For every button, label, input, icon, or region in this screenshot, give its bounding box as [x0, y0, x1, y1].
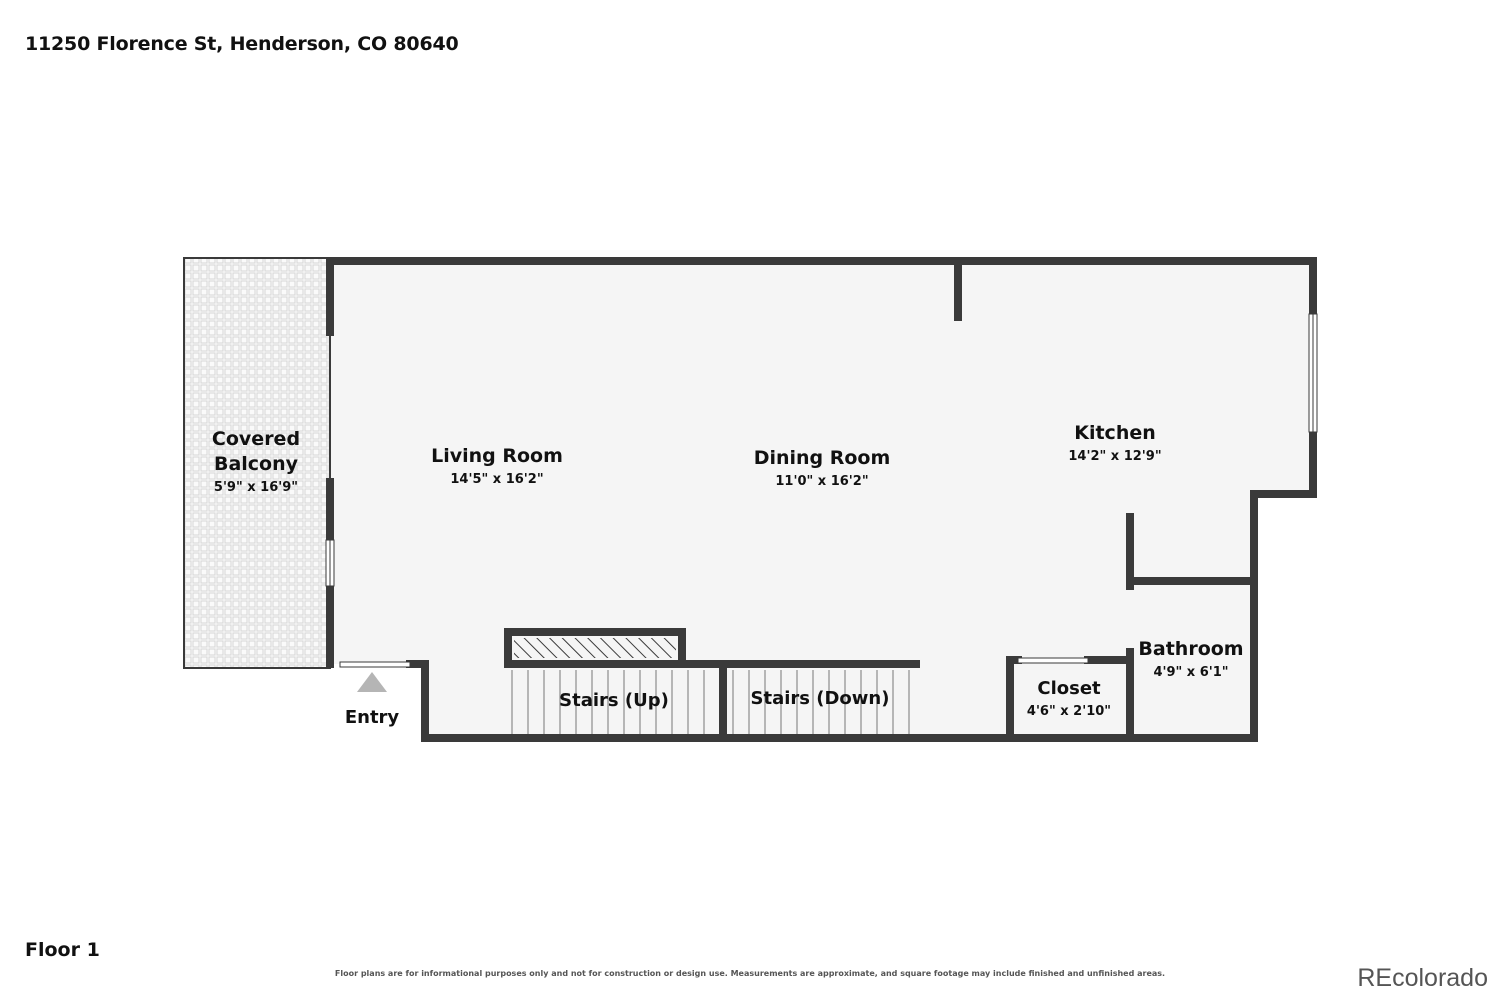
- disclaimer: Floor plans are for informational purpos…: [334, 969, 1166, 978]
- living-room-dims: 14'5" x 16'2": [450, 472, 543, 487]
- balcony-outline: [183, 257, 331, 669]
- balcony-name-line1: Covered: [212, 428, 300, 450]
- closet-name: Closet: [1037, 678, 1101, 699]
- bathroom-dims: 4'9" x 6'1": [1153, 665, 1228, 680]
- stairs-down-name: Stairs (Down): [751, 688, 890, 709]
- balcony-grid: [184, 258, 330, 668]
- dining-room-name: Dining Room: [754, 447, 891, 469]
- closet-dims: 4'6" x 2'10": [1027, 704, 1111, 719]
- stairs-up-treads: [511, 670, 705, 734]
- kitchen-dims: 14'2" x 12'9": [1068, 449, 1161, 464]
- floor-label: Floor 1: [25, 939, 100, 961]
- dining-room-dims: 11'0" x 16'2": [775, 474, 868, 489]
- stairs-hatch: [514, 638, 676, 658]
- entry-arrow-icon: [357, 672, 387, 692]
- floor-area: [330, 261, 1313, 738]
- door-entry: [339, 661, 411, 668]
- stairs-down-treads: [732, 670, 910, 734]
- brand-logo: REcolorado: [1357, 964, 1488, 992]
- balcony-dims: 5'9" x 16'9": [214, 480, 298, 495]
- bathroom-name: Bathroom: [1138, 638, 1243, 660]
- door-closet: [1017, 657, 1089, 664]
- entry-label: Entry: [345, 707, 400, 728]
- living-room-name: Living Room: [431, 445, 563, 467]
- stairs-up-name: Stairs (Up): [559, 690, 669, 711]
- balcony-name-line2: Balcony: [214, 453, 299, 475]
- kitchen-name: Kitchen: [1074, 422, 1156, 444]
- property-address: 11250 Florence St, Henderson, CO 80640: [25, 33, 459, 55]
